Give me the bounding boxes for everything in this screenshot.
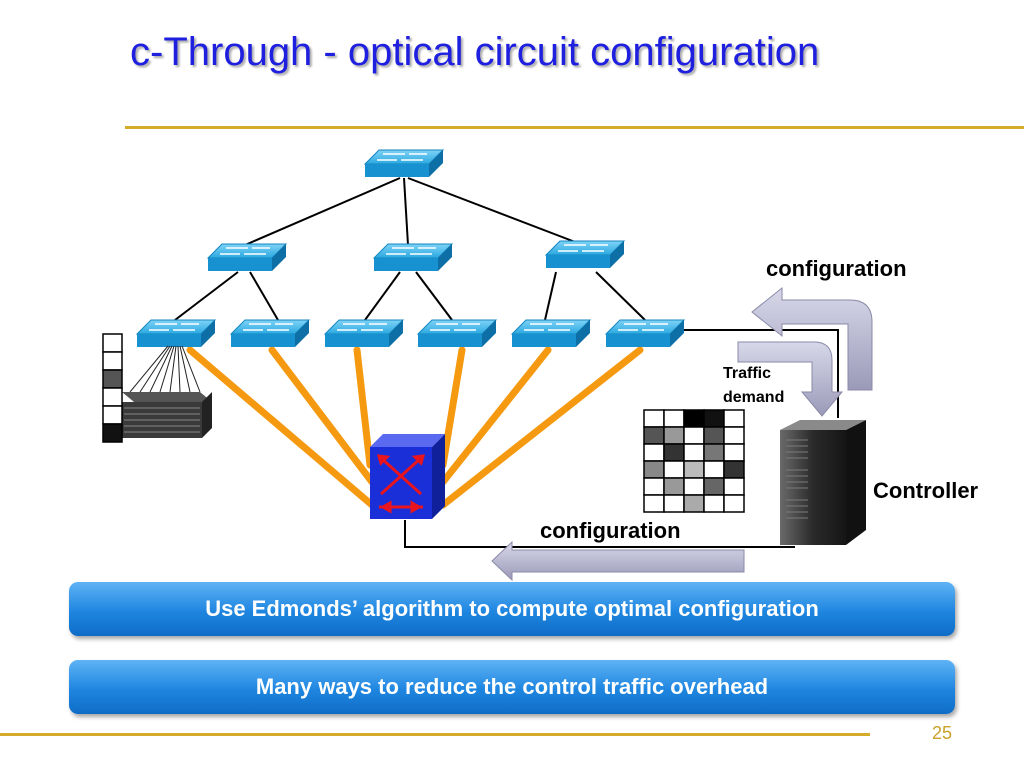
tree-links [174, 177, 839, 548]
traffic-demand-arrow [737, 341, 844, 417]
aggregation-switch-icon [207, 243, 287, 272]
configuration-label-top: configuration [766, 256, 907, 281]
matrix-cell [683, 426, 705, 445]
matrix-cell [703, 409, 725, 428]
matrix-cell [723, 494, 745, 513]
optical-links [186, 346, 644, 509]
matrix-cell [663, 494, 685, 513]
aggregation-switch-icon [545, 240, 625, 269]
matrix-cell [663, 426, 685, 445]
matrix-cell [643, 460, 665, 479]
traffic-demand-label: Traffic demand [723, 362, 784, 410]
matrix-cell [643, 426, 665, 445]
matrix-cell [683, 494, 705, 513]
matrix-cell [703, 460, 725, 479]
configuration-arrow-bottom [491, 540, 745, 582]
queue-column [102, 333, 123, 443]
matrix-cell [683, 460, 705, 479]
matrix-cell [643, 409, 665, 428]
tor-switch-icon [511, 319, 591, 348]
server-tower-icon [780, 420, 866, 545]
traffic-label-line2: demand [723, 389, 785, 406]
matrix-cell [683, 443, 705, 462]
server-rack-icon [122, 345, 212, 438]
matrix-cell [723, 443, 745, 462]
title-divider [125, 126, 1024, 129]
matrix-cell [663, 443, 685, 462]
matrix-cell [663, 477, 685, 496]
configuration-label-bottom: configuration [540, 518, 681, 543]
footer-divider [0, 733, 870, 736]
traffic-matrix [643, 409, 745, 513]
core-switch-icon [364, 149, 444, 178]
matrix-cell [663, 460, 685, 479]
tor-switch-icon [417, 319, 497, 348]
matrix-cell [703, 443, 725, 462]
edmonds-algorithm-banner: Use Edmonds’ algorithm to compute optima… [69, 582, 955, 636]
tor-switch-icon [230, 319, 310, 348]
matrix-cell [683, 477, 705, 496]
matrix-cell [703, 426, 725, 445]
page-number: 25 [931, 723, 952, 743]
matrix-cell [663, 409, 685, 428]
matrix-cell [703, 477, 725, 496]
tor-switch-icon [324, 319, 404, 348]
aggregation-switch-icon [373, 243, 453, 272]
configuration-arrow-top [751, 286, 873, 391]
matrix-cell [683, 409, 705, 428]
matrix-cell [703, 494, 725, 513]
matrix-cell [643, 477, 665, 496]
slide-title: c-Through - optical circuit configuratio… [130, 30, 820, 74]
controller-label: Controller [873, 478, 979, 503]
tor-switch-icon [136, 319, 216, 348]
matrix-cell [723, 460, 745, 479]
optical-switch-icon [370, 434, 445, 519]
traffic-label-line1: Traffic [723, 365, 772, 382]
matrix-cell [723, 426, 745, 445]
tor-switch-icon [605, 319, 685, 348]
matrix-cell [643, 494, 665, 513]
control-overhead-banner: Many ways to reduce the control traffic … [69, 660, 955, 714]
matrix-cell [723, 477, 745, 496]
matrix-cell [723, 409, 745, 428]
matrix-cell [643, 443, 665, 462]
